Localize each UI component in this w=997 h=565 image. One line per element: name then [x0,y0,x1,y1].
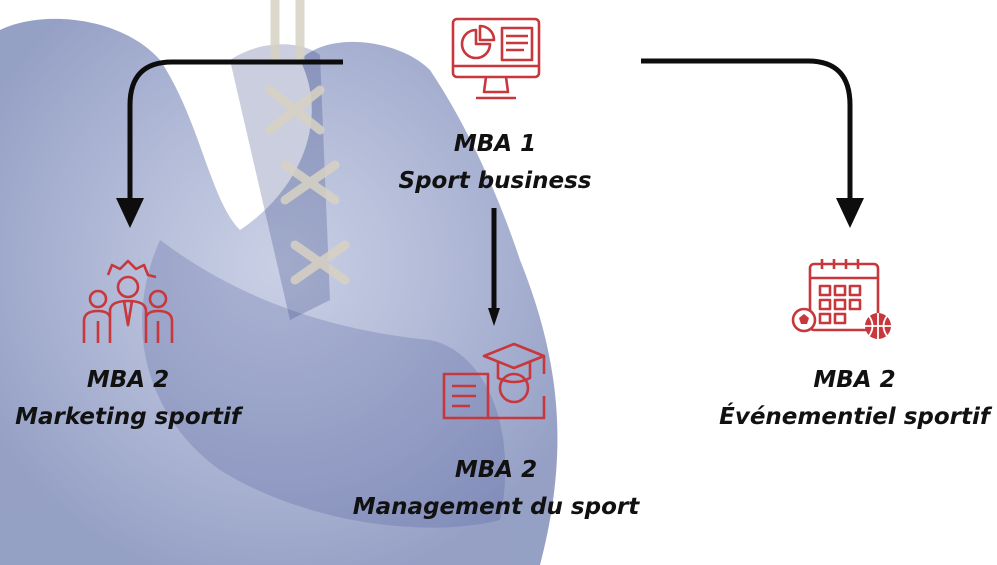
node-title: Sport business [398,168,592,194]
node-title: Événementiel sportif [719,404,990,430]
node-title: Marketing sportif [15,404,241,430]
sport-calendar-icon [791,259,891,339]
node-mba2-management: MBA 2 Management du sport [340,452,652,526]
node-level: MBA 1 [453,131,537,157]
graduate-book-icon [442,342,546,420]
node-level: MBA 2 [813,367,896,393]
node-mba1-sport-business: MBA 1 Sport business [340,126,650,200]
node-level: MBA 2 [454,457,538,483]
node-level: MBA 2 [86,367,170,393]
node-title: Management du sport [352,494,640,520]
arrow-to-marketing [127,59,343,200]
dashboard-monitor-icon [451,17,541,100]
arrow-to-evenementiel [641,58,853,200]
node-mba2-marketing: MBA 2 Marketing sportif [0,362,256,436]
team-people-icon [82,259,174,343]
node-mba2-evenementiel: MBA 2 Événementiel sportif [712,362,997,436]
